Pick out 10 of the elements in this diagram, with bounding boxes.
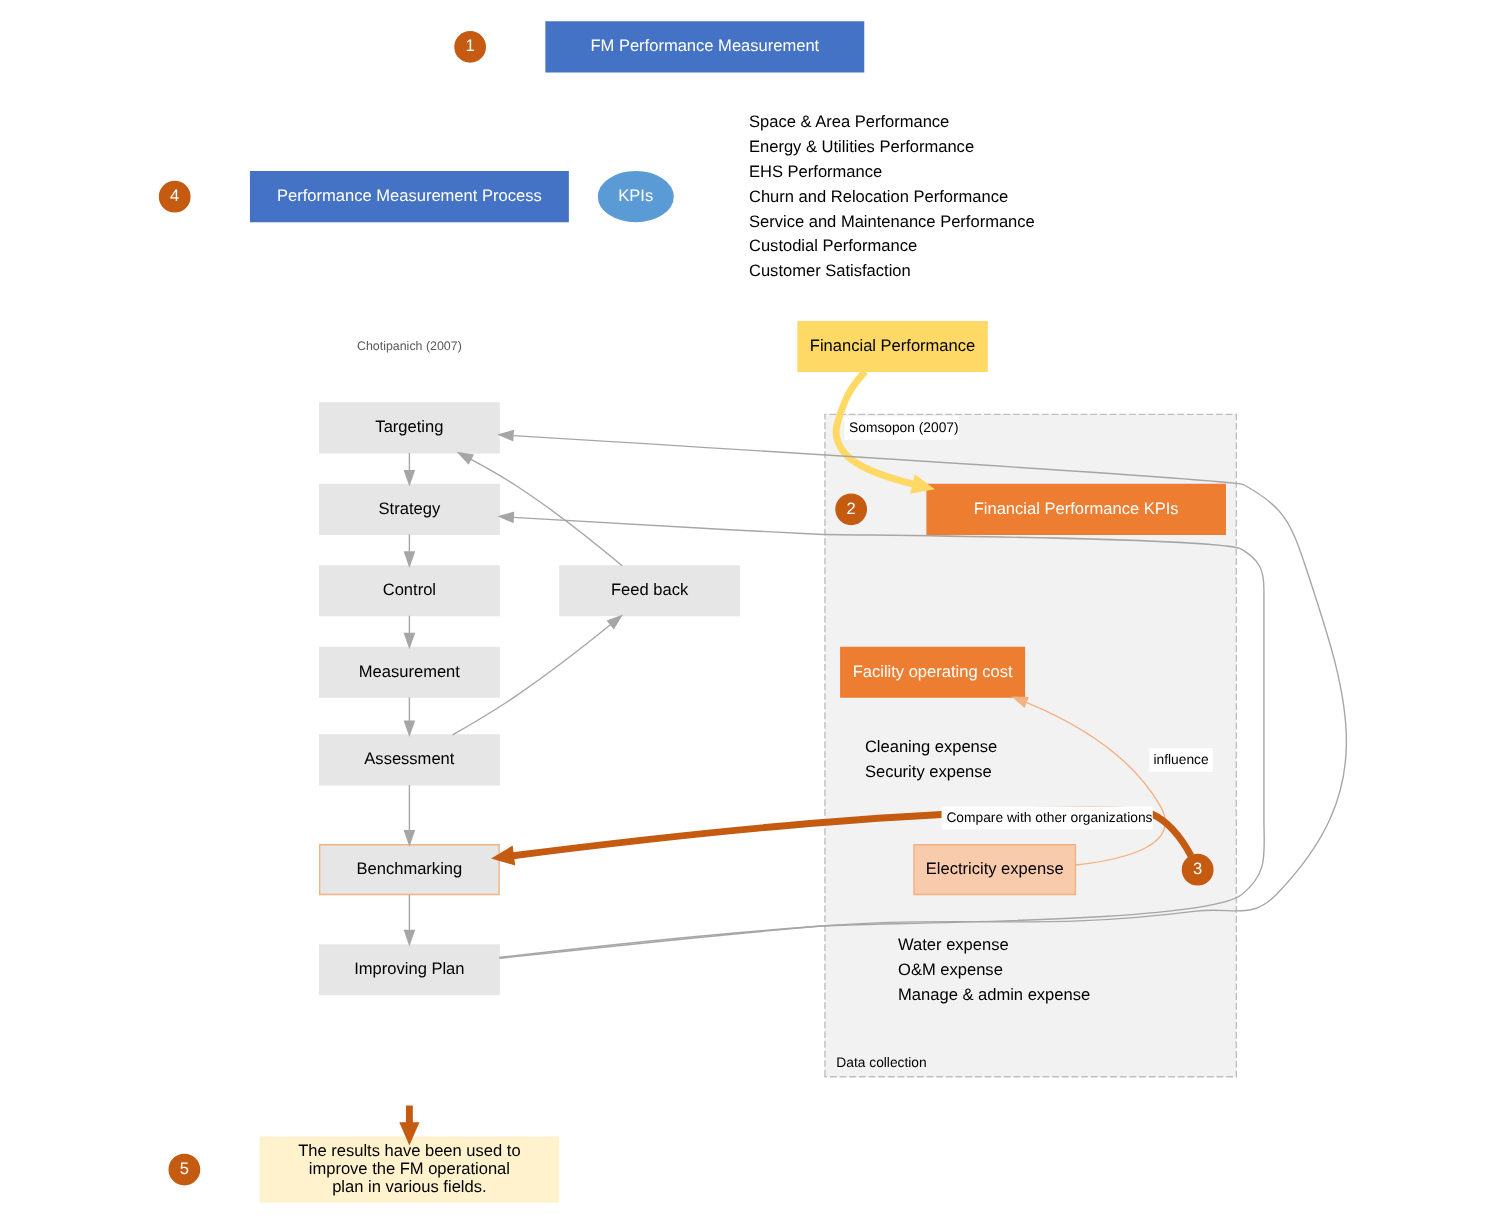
arrow <box>456 451 623 567</box>
arrow <box>451 614 623 736</box>
arrow <box>403 784 416 847</box>
arrow <box>832 369 935 494</box>
arrow <box>497 429 1348 959</box>
arrow <box>403 696 416 738</box>
arrow <box>399 1105 420 1146</box>
arrow <box>497 511 1265 960</box>
arrow <box>1011 696 1166 866</box>
arrow <box>403 893 416 947</box>
